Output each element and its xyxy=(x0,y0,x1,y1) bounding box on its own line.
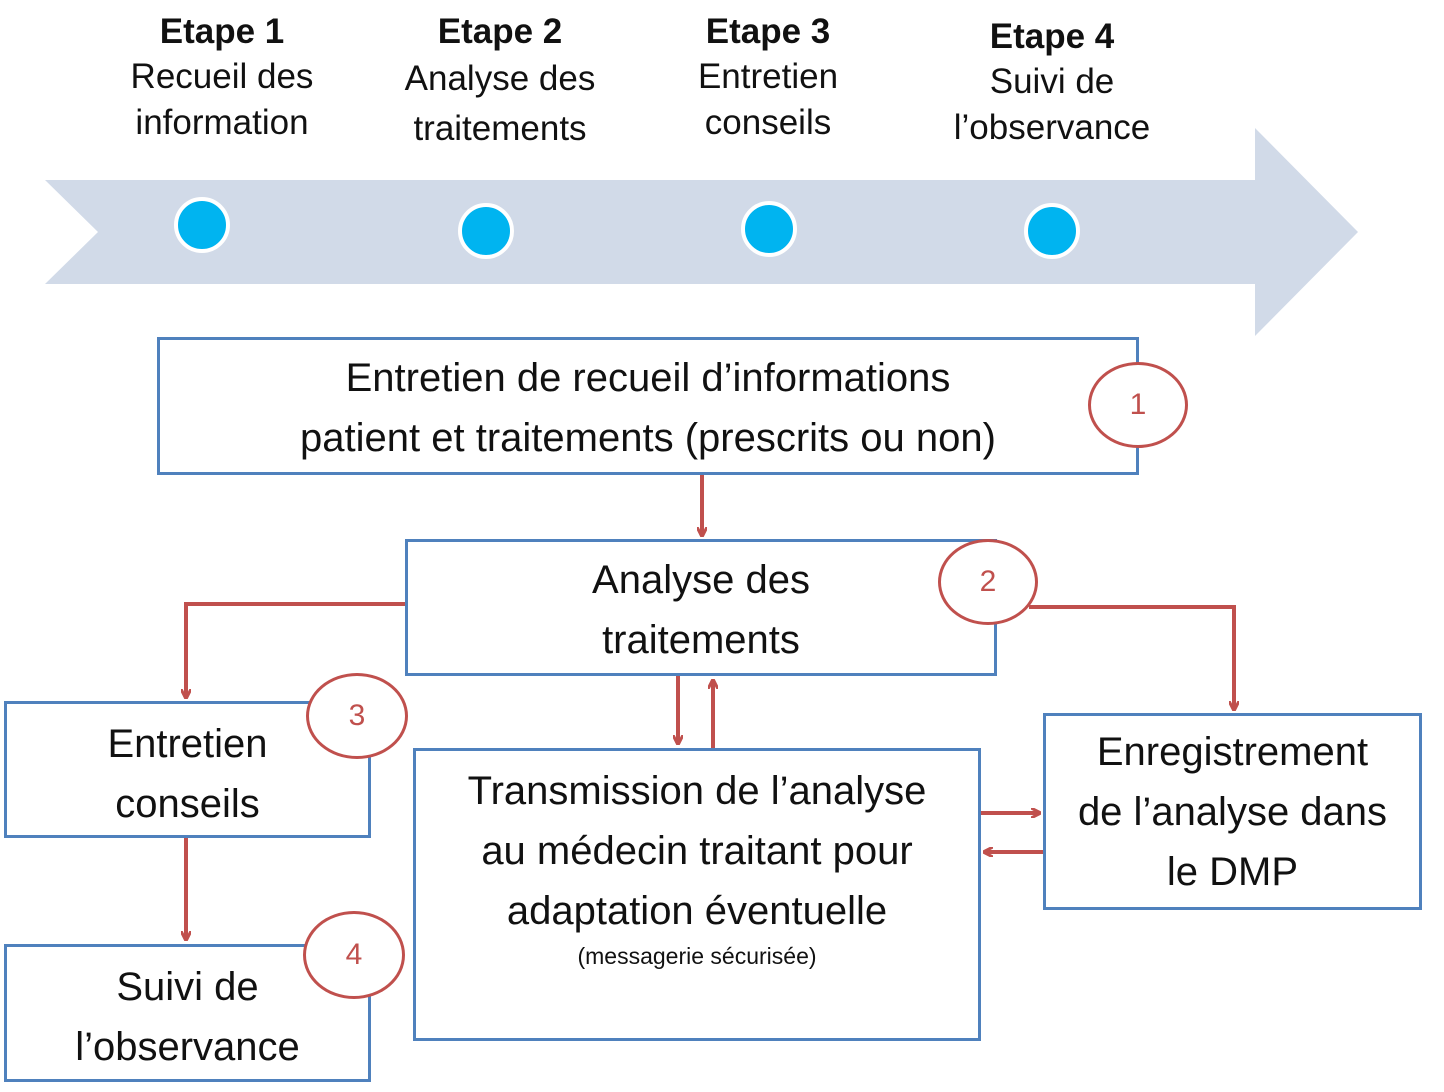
box-text-line: conseils xyxy=(115,782,260,826)
timeline-step-1: Etape 1 Recueil des information xyxy=(92,10,352,146)
step-title: Etape 4 xyxy=(989,17,1115,56)
step-title: Etape 3 xyxy=(705,12,831,51)
box-text-line: Analyse des xyxy=(592,558,810,602)
box-text-line: de l’analyse dans xyxy=(1077,790,1388,834)
step-label-line: conseils xyxy=(704,103,832,142)
timeline-arrow xyxy=(45,128,1358,336)
step-label: Suivi de l’observance xyxy=(922,59,1182,151)
step-label: Recueil des information xyxy=(92,54,352,146)
step-label-line: Recueil des xyxy=(130,57,314,96)
box-entretien-recueil: Entretien de recueil d’informations pati… xyxy=(157,337,1139,475)
box-enregistrement-dmp: Enregistrement de l’analyse dans le DMP xyxy=(1043,713,1422,910)
step-title: Etape 2 xyxy=(437,12,563,51)
box-text-line: Enregistrement xyxy=(1096,730,1369,774)
timeline-dot-1 xyxy=(174,197,230,253)
box-transmission: Transmission de l’analyse au médecin tra… xyxy=(413,748,981,1041)
timeline-step-2: Etape 2 Analyse des traitements xyxy=(370,10,630,154)
step-label-line: Analyse des xyxy=(404,59,596,98)
box-entretien-conseils: Entretien conseils xyxy=(4,701,371,838)
step-label-line: l’observance xyxy=(953,108,1151,147)
badge-1: 1 xyxy=(1088,362,1188,448)
badge-3: 3 xyxy=(306,673,408,759)
timeline-dot-4 xyxy=(1024,203,1080,259)
box-note: (messagerie sécurisée) xyxy=(577,943,817,969)
box-text-line: Transmission de l’analyse xyxy=(467,769,927,813)
badge-4: 4 xyxy=(303,911,405,999)
box-text-line: l’observance xyxy=(75,1025,300,1069)
box-text-line: patient et traitements (prescrits ou non… xyxy=(300,416,996,460)
step-label: Analyse des traitements xyxy=(370,54,630,154)
connector-analyse-to-enregistrement xyxy=(1029,605,1234,710)
box-text-line: traitements xyxy=(602,618,800,662)
timeline-dot-2 xyxy=(458,203,514,259)
box-text-line: Entretien de recueil d’informations xyxy=(345,356,951,400)
step-label-line: Suivi de xyxy=(989,62,1115,101)
box-text-line: Entretien xyxy=(107,722,268,766)
step-label-line: Entretien xyxy=(697,57,839,96)
box-analyse-traitements: Analyse des traitements xyxy=(405,539,997,676)
box-text-line: le DMP xyxy=(1166,850,1299,894)
step-title: Etape 1 xyxy=(159,12,285,51)
timeline-step-4: Etape 4 Suivi de l’observance xyxy=(922,15,1182,151)
connector-analyse-to-entretien-conseils xyxy=(186,602,405,698)
box-text-line: Suivi de xyxy=(116,965,259,1009)
box-suivi-observance: Suivi de l’observance xyxy=(4,944,371,1082)
box-text-line: au médecin traitant pour xyxy=(481,829,913,873)
badge-2: 2 xyxy=(938,539,1038,625)
box-text-line: adaptation éventuelle xyxy=(506,889,888,933)
timeline-step-3: Etape 3 Entretien conseils xyxy=(638,10,898,146)
step-label: Entretien conseils xyxy=(638,54,898,146)
step-label-line: traitements xyxy=(413,109,587,148)
step-label-line: information xyxy=(135,103,309,142)
timeline-dot-3 xyxy=(741,201,797,257)
